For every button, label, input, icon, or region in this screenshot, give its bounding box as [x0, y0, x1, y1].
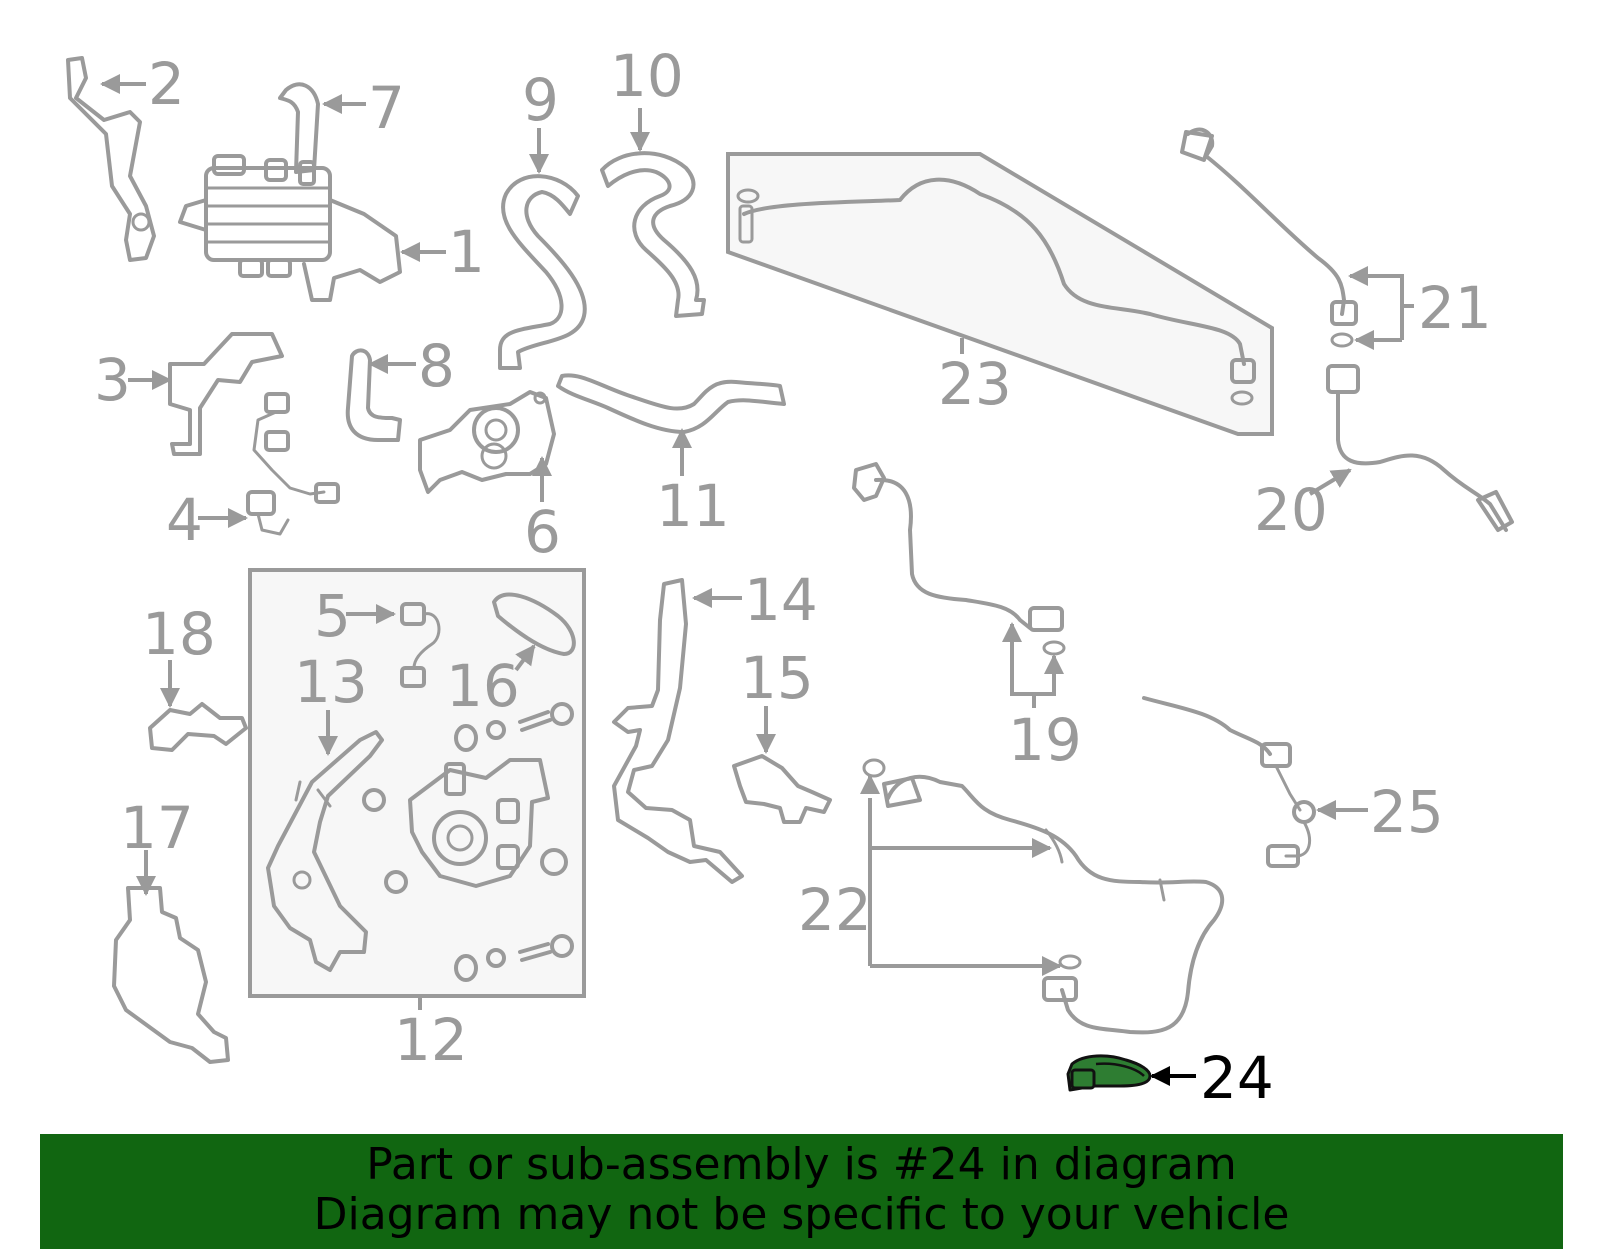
leader-16 — [514, 644, 536, 672]
part-1-cooler — [178, 154, 402, 302]
callout-15: 15 — [740, 644, 814, 712]
part-5-sensor — [400, 602, 441, 688]
banner-line-2: Diagram may not be specific to your vehi… — [313, 1189, 1290, 1240]
callout-17: 17 — [120, 794, 194, 862]
leader-19 — [1010, 630, 1056, 696]
part-2-bracket — [66, 56, 156, 262]
part-8-hose — [345, 348, 402, 442]
part-19-hose — [852, 462, 1066, 656]
callout-24[interactable]: 24 — [1200, 1044, 1274, 1112]
callout-1: 1 — [448, 218, 485, 286]
part-18-bracket — [148, 702, 248, 752]
callout-18: 18 — [142, 600, 216, 668]
part-21-pipe — [1180, 127, 1358, 348]
part-17-shield — [112, 886, 230, 1064]
info-banner: Part or sub-assembly is #24 in diagram D… — [40, 1134, 1563, 1249]
callout-21: 21 — [1418, 274, 1492, 342]
callout-6: 6 — [524, 498, 561, 566]
part-11-hose — [556, 373, 786, 434]
callout-13: 13 — [294, 648, 368, 716]
part-7-hose — [278, 82, 320, 174]
part-9-hose — [498, 174, 587, 370]
part-20-pipe — [1326, 364, 1514, 532]
part-15-clip — [732, 754, 832, 824]
callout-22: 22 — [798, 876, 872, 944]
callout-23: 23 — [938, 350, 1012, 418]
kit-box-23 — [726, 152, 1274, 436]
leader-21 — [1400, 274, 1414, 340]
part-12-assembly — [362, 702, 574, 982]
part-13-bracket — [266, 730, 384, 972]
callout-7: 7 — [368, 74, 405, 142]
part-3-bracket — [168, 332, 284, 456]
callout-5: 5 — [314, 582, 351, 650]
part-14-bracket — [612, 578, 744, 884]
part-16-gasket — [492, 592, 576, 656]
banner-line-1: Part or sub-assembly is #24 in diagram — [366, 1139, 1237, 1190]
part-25-harness — [1142, 696, 1316, 868]
part-22-hose — [862, 758, 1225, 1035]
callout-11: 11 — [656, 472, 730, 540]
callout-25: 25 — [1370, 778, 1444, 846]
part-4-harness — [246, 392, 340, 536]
callout-16: 16 — [446, 652, 520, 720]
callout-2: 2 — [148, 50, 185, 118]
callout-9: 9 — [522, 66, 559, 134]
leader-20 — [1308, 468, 1352, 496]
part-6-pump — [418, 390, 556, 494]
callout-10: 10 — [610, 42, 684, 110]
part-24-highlighted[interactable] — [1066, 1054, 1152, 1092]
callout-20: 20 — [1254, 476, 1328, 544]
callout-12: 12 — [394, 1006, 468, 1074]
callout-4: 4 — [166, 486, 203, 554]
callout-8: 8 — [418, 332, 455, 400]
callout-3: 3 — [94, 346, 131, 414]
callout-19: 19 — [1008, 706, 1082, 774]
part-10-hose — [600, 151, 706, 318]
part-23-pipe — [736, 177, 1256, 406]
callout-14: 14 — [744, 566, 818, 634]
